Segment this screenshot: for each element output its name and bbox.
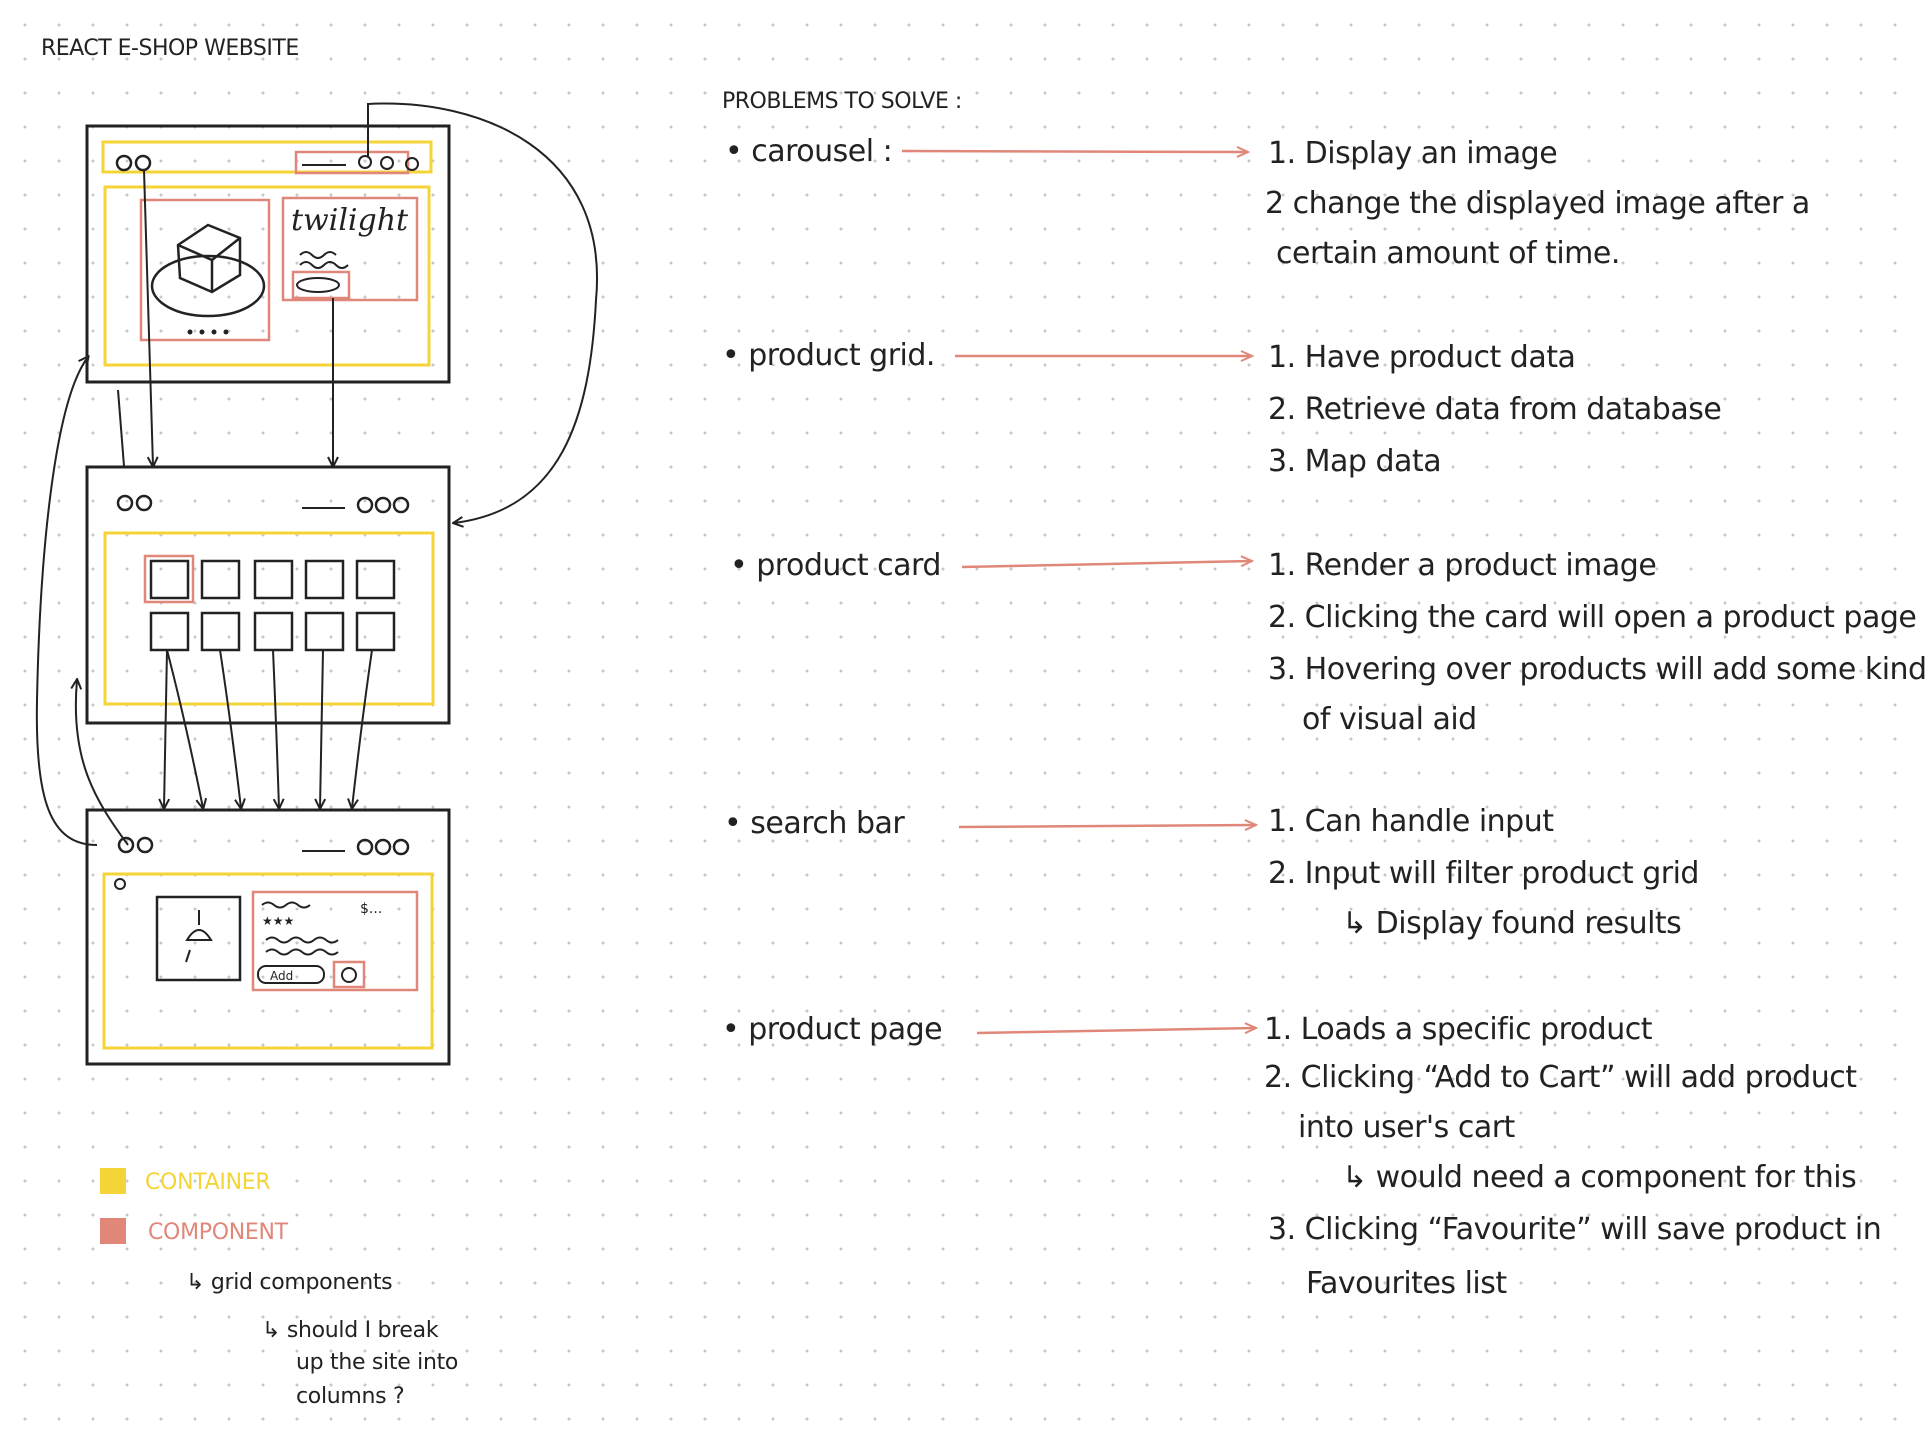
- grid-page-frame: [85, 465, 451, 725]
- legend-note-break-2: up the site into: [296, 1350, 459, 1375]
- grid-step-2: 2. Retrieve data from database: [1268, 392, 1722, 427]
- home-page-frame: twilight: [85, 124, 451, 384]
- header-container: [101, 140, 433, 174]
- page-step-2-cont: into user's cart: [1298, 1110, 1515, 1145]
- carousel-step-3: certain amount of time.: [1276, 236, 1620, 271]
- svg-text:Add: Add: [270, 969, 293, 983]
- topic-carousel: • carousel :: [725, 134, 893, 169]
- back-icon: [114, 878, 126, 890]
- legend-container-label: CONTAINER: [145, 1170, 271, 1195]
- product-grid-cell: [149, 611, 190, 652]
- card-step-3: 3. Hovering over products will add some …: [1268, 652, 1927, 687]
- card-step-1: 1. Render a product image: [1268, 548, 1657, 583]
- product-container: [102, 872, 434, 1050]
- page-step-3: 3. Clicking “Favourite” will save produc…: [1268, 1212, 1882, 1247]
- carousel-component: [139, 198, 271, 342]
- legend-component-swatch: [100, 1218, 126, 1244]
- grid-step-3: 3. Map data: [1268, 444, 1442, 479]
- logo-circle: [115, 154, 133, 172]
- product-rating: ★★★: [262, 914, 294, 928]
- search-bar-component: [294, 150, 410, 175]
- product-image-box: [155, 895, 242, 982]
- body-container: [103, 185, 431, 367]
- product-card-component: [143, 554, 195, 604]
- product-grid-cell: [355, 559, 396, 600]
- problems-heading: PROBLEMS TO SOLVE :: [722, 89, 962, 114]
- grid-to-product-arrow: [219, 649, 241, 808]
- favourite-button-component: [332, 960, 366, 989]
- search-step-2: 2. Input will filter product grid: [1268, 856, 1699, 891]
- product-grid-cell: [253, 611, 294, 652]
- page-step-2-sub: ↳ would need a component for this: [1342, 1160, 1857, 1195]
- product-page-frame: ★★★ $... Add: [85, 808, 451, 1066]
- product-grid-cell: [200, 611, 241, 652]
- page-step-1: 1. Loads a specific product: [1264, 1012, 1652, 1047]
- topic-product-card: • product card: [730, 548, 941, 583]
- search-step-1: 1. Can handle input: [1268, 804, 1554, 839]
- legend-note-break-1: ↳ should I break: [262, 1318, 439, 1343]
- product-price: $...: [360, 901, 382, 917]
- legend-note-break-3: columns ?: [296, 1384, 405, 1409]
- grid-step-1: 1. Have product data: [1268, 340, 1576, 375]
- product-grid-cell: [253, 559, 294, 600]
- hero-text-component: [281, 196, 419, 302]
- grid-to-product-arrow: [272, 649, 279, 808]
- grid-to-product-arrow: [352, 649, 373, 808]
- legend-note-grid: ↳ grid components: [186, 1270, 393, 1295]
- legend-container-swatch: [100, 1168, 126, 1194]
- product-grid-cell: [355, 611, 396, 652]
- card-step-3-cont: of visual aid: [1302, 702, 1477, 737]
- grid-to-product-arrow: [164, 649, 167, 808]
- hero-button-component: [291, 270, 351, 300]
- card-step-2: 2. Clicking the card will open a product…: [1268, 600, 1917, 635]
- topic-arrows: [901, 151, 1256, 1035]
- page-step-3-cont: Favourites list: [1306, 1266, 1507, 1301]
- search-step-2-sub: ↳ Display found results: [1342, 906, 1682, 941]
- heart-icon: [341, 967, 357, 983]
- carousel-step-2: 2 change the displayed image after a: [1265, 186, 1810, 221]
- topic-product-page: • product page: [722, 1012, 943, 1047]
- product-info-component: [251, 890, 419, 992]
- legend-component-label: COMPONENT: [148, 1220, 288, 1245]
- wireframe-arrows: [35, 102, 599, 846]
- product-grid-cells: [149, 559, 396, 652]
- product-grid-cell: [200, 559, 241, 600]
- page-title: REACT E-SHOP WEBSITE: [41, 36, 299, 61]
- grid-to-product-arrow: [320, 649, 323, 808]
- topic-search-bar: • search bar: [724, 806, 905, 841]
- product-grid-cell: [304, 611, 345, 652]
- topic-product-grid: • product grid.: [722, 338, 935, 373]
- product-grid-cell: [149, 559, 190, 600]
- grid-container: [103, 531, 435, 706]
- grid-to-product-arrow: [166, 649, 203, 808]
- carousel-step-1: 1. Display an image: [1268, 136, 1558, 171]
- add-button: [257, 965, 325, 984]
- product-grid-cell: [304, 559, 345, 600]
- page-step-2: 2. Clicking “Add to Cart” will add produ…: [1264, 1060, 1857, 1095]
- hero-text: twilight: [291, 203, 409, 238]
